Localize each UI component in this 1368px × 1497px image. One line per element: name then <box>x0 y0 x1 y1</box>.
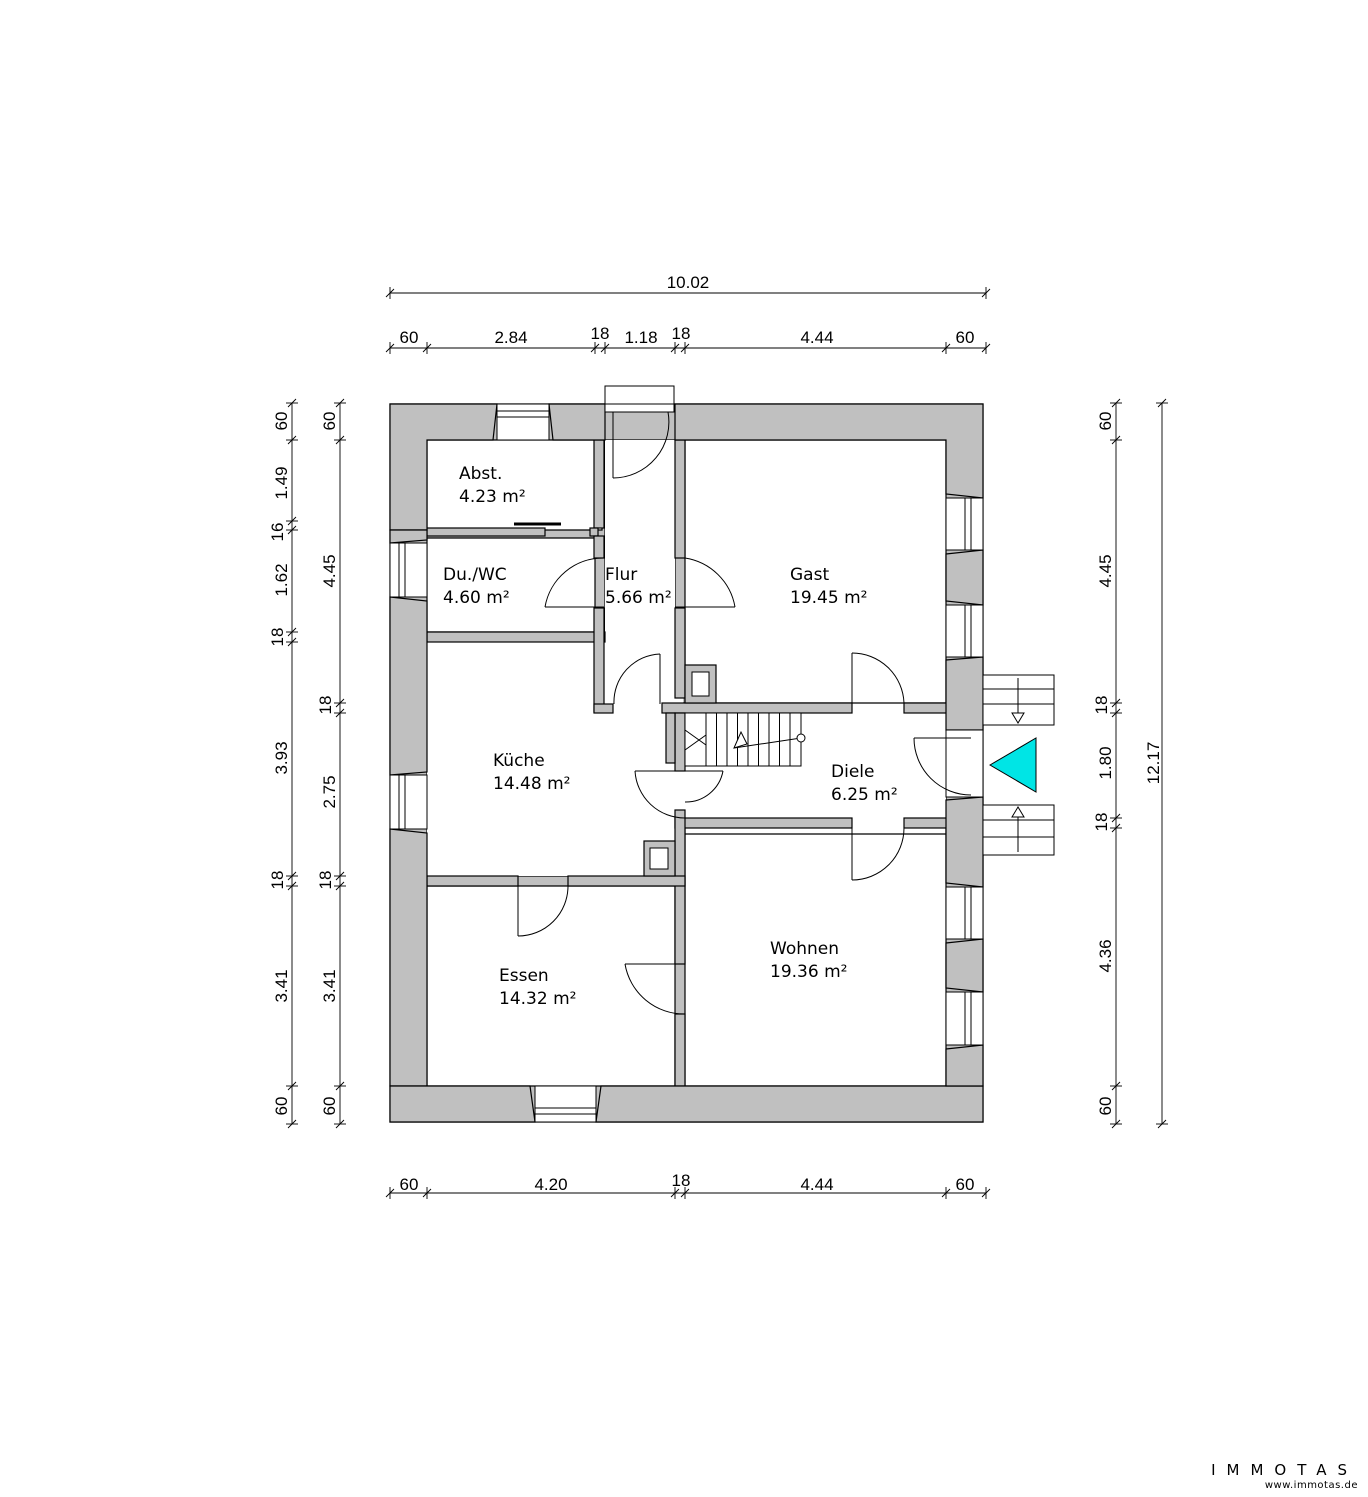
room-name-diele: Diele <box>831 762 874 782</box>
brand-url: www.immotas.de <box>1264 1480 1358 1491</box>
room-labels: Abst. 4.23 m² Du./WC 4.60 m² Flur 5.66 m… <box>443 464 898 1009</box>
dim-right-2: 4.45 <box>1096 554 1115 587</box>
dim-left-outer-7: 18 <box>268 871 287 890</box>
dim-top-4: 1.18 <box>624 328 657 347</box>
dim-left-inner-4: 2.75 <box>320 775 339 808</box>
room-name-gast: Gast <box>790 565 829 585</box>
brand-name: IMMOTAS <box>1211 1461 1358 1479</box>
room-area-wohnen: 19.36 m² <box>770 962 847 982</box>
dim-top-total: 10.02 <box>667 273 710 292</box>
dim-right-3: 18 <box>1092 696 1111 715</box>
room-name-flur: Flur <box>605 565 637 585</box>
dim-right-1: 60 <box>1096 412 1115 431</box>
dim-left-outer-6: 3.93 <box>272 741 291 774</box>
dim-top-7: 60 <box>956 328 975 347</box>
dim-right-5: 18 <box>1092 813 1111 832</box>
dim-left-inner-1: 60 <box>320 412 339 431</box>
entrance-marker-icon <box>989 737 1037 793</box>
dim-left-outer-2: 1.49 <box>272 466 291 499</box>
room-name-essen: Essen <box>499 966 549 986</box>
windows <box>389 385 984 1123</box>
room-area-gast: 19.45 m² <box>790 588 867 608</box>
dim-left-outer-4: 1.62 <box>272 563 291 596</box>
dim-left-inner-3: 18 <box>316 696 335 715</box>
dim-right-4: 1.80 <box>1096 746 1115 779</box>
dim-bottom-3: 18 <box>672 1171 691 1190</box>
room-name-abst: Abst. <box>459 464 502 484</box>
dim-left-inner-2: 4.45 <box>320 554 339 587</box>
dim-left-outer-1: 60 <box>272 412 291 431</box>
dim-top-1: 60 <box>400 328 419 347</box>
dim-top-5: 18 <box>672 324 691 343</box>
room-area-duwc: 4.60 m² <box>443 588 510 608</box>
dim-left-outer-3: 16 <box>268 523 287 542</box>
dim-top-6: 4.44 <box>800 328 833 347</box>
dim-right-total: 12.17 <box>1144 742 1163 785</box>
dim-left-inner-5: 18 <box>316 871 335 890</box>
dim-left-outer-5: 18 <box>268 628 287 647</box>
dim-top-2: 2.84 <box>494 328 527 347</box>
dim-bottom-5: 60 <box>956 1175 975 1194</box>
room-area-diele: 6.25 m² <box>831 785 898 805</box>
room-name-duwc: Du./WC <box>443 565 507 585</box>
dimension-lines <box>286 287 1168 1199</box>
stairs <box>684 674 1055 856</box>
dim-left-inner-7: 60 <box>320 1097 339 1116</box>
dim-bottom-4: 4.44 <box>800 1175 833 1194</box>
dimension-labels: 10.02 60 2.84 18 1.18 18 4.44 60 60 4.20… <box>268 273 1163 1194</box>
room-area-essen: 14.32 m² <box>499 989 576 1009</box>
interior-walls <box>426 439 949 1087</box>
dim-top-3: 18 <box>591 324 610 343</box>
doors <box>514 411 972 1015</box>
room-area-kueche: 14.48 m² <box>493 774 570 794</box>
dim-right-6: 4.36 <box>1096 939 1115 972</box>
brand-logo: IMMOTAS www.immotas.de <box>1211 1461 1358 1491</box>
room-name-kueche: Küche <box>493 751 545 771</box>
room-area-flur: 5.66 m² <box>605 588 672 608</box>
dim-left-outer-8: 3.41 <box>272 969 291 1002</box>
dim-left-outer-9: 60 <box>272 1097 291 1116</box>
room-name-wohnen: Wohnen <box>770 939 839 959</box>
dim-bottom-1: 60 <box>400 1175 419 1194</box>
room-area-abst: 4.23 m² <box>459 487 526 507</box>
dim-right-7: 60 <box>1096 1097 1115 1116</box>
dim-bottom-2: 4.20 <box>534 1175 567 1194</box>
dim-left-inner-6: 3.41 <box>320 969 339 1002</box>
